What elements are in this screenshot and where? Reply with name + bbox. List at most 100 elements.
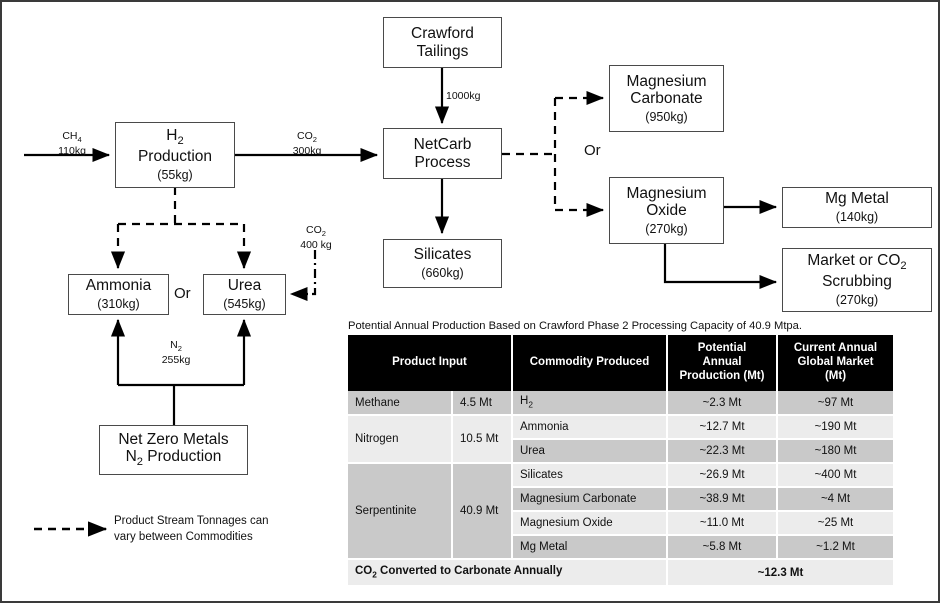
- cell-market: ~180 Mt: [777, 439, 893, 464]
- node-net-zero-metals-title: Net Zero Metals: [118, 430, 229, 448]
- cell-production: ~5.8 Mt: [667, 535, 778, 560]
- cell-production: ~2.3 Mt: [667, 391, 778, 416]
- stream-label-n2-feed-species: N2: [170, 339, 182, 354]
- wire-mgoxide-to-market: [663, 244, 778, 290]
- node-h2-production-title: H2: [166, 127, 184, 148]
- cell-market: ~190 Mt: [777, 415, 893, 440]
- cell-input-name: Nitrogen: [348, 415, 453, 464]
- node-urea-qty: (545kg): [223, 297, 266, 312]
- cell-market: ~400 Mt: [777, 463, 893, 488]
- node-crawford-tailings[interactable]: Crawford Tailings: [383, 17, 502, 68]
- node-h2-production[interactable]: H2 Production (55kg): [115, 122, 235, 188]
- node-market-or-co2-scrubbing-title: Market or CO2: [807, 252, 907, 273]
- legend-label-line2: vary between Commodities: [114, 530, 253, 543]
- cell-input-name: Serpentinite: [348, 463, 453, 560]
- table-total-row: CO2 Converted to Carbonate Annually ~12.…: [348, 558, 893, 585]
- production-table-header-row: Product Input Commodity Produced Potenti…: [348, 335, 893, 391]
- node-ammonia-title: Ammonia: [85, 277, 152, 295]
- table-row: Magnesium Oxide ~11.0 Mt ~25 Mt: [348, 511, 893, 536]
- or-label-ammonia-urea: Or: [174, 285, 191, 302]
- stream-label-ch4-mass: 110kg: [58, 144, 86, 157]
- node-magnesium-oxide[interactable]: Magnesium Oxide (270kg): [609, 177, 724, 244]
- cell-production: ~26.9 Mt: [667, 463, 778, 488]
- stream-label-tailings-feed: 1000kg: [446, 90, 506, 103]
- node-netcarb-process[interactable]: NetCarb Process: [383, 128, 502, 179]
- col-header-potential-annual-production: Potential Annual Production (Mt): [667, 335, 778, 391]
- cell-input-amount: 10.5 Mt: [452, 415, 513, 464]
- cell-total-value: ~12.3 Mt: [667, 558, 893, 585]
- node-ammonia[interactable]: Ammonia (310kg): [68, 274, 169, 315]
- stream-label-ch4-species: CH4: [62, 130, 82, 145]
- cell-market: ~1.2 Mt: [777, 535, 893, 560]
- col-header-current-annual-global-market: Current Annual Global Market (Mt): [777, 335, 893, 391]
- node-mg-metal-title: Mg Metal: [825, 190, 889, 208]
- node-ammonia-qty: (310kg): [97, 297, 140, 312]
- stream-label-co2-netcarb-mass: 300kg: [292, 144, 322, 157]
- node-crawford-tailings-title2: Tailings: [416, 42, 469, 60]
- stream-label-ch4: CH4 110kg: [42, 130, 102, 158]
- node-h2-production-title2: Production: [137, 148, 213, 166]
- stream-label-tailings-feed-mass: 1000kg: [446, 90, 481, 102]
- cell-input-name: Methane: [348, 391, 453, 416]
- table-row: Urea ~22.3 Mt ~180 Mt: [348, 439, 893, 464]
- node-net-zero-metals[interactable]: Net Zero Metals N2 Production: [99, 425, 248, 475]
- node-net-zero-metals-title2: N2 Production: [125, 448, 222, 469]
- node-h2-production-qty: (55kg): [157, 168, 193, 183]
- node-netcarb-process-title2: Process: [414, 153, 471, 171]
- node-urea[interactable]: Urea (545kg): [203, 274, 286, 315]
- production-table-head: Product Input Commodity Produced Potenti…: [348, 335, 893, 391]
- node-magnesium-oxide-qty: (270kg): [645, 222, 688, 237]
- node-urea-title: Urea: [227, 277, 262, 295]
- legend-label: Product Stream Tonnages can vary between…: [114, 514, 324, 545]
- node-market-or-co2-scrubbing-qty: (270kg): [835, 293, 879, 308]
- node-silicates-qty: (660kg): [421, 266, 464, 281]
- stream-label-co2-urea-species: CO2: [306, 224, 326, 239]
- cell-production: ~38.9 Mt: [667, 487, 778, 512]
- table-row: Nitrogen 10.5 Mt Ammonia ~12.7 Mt ~190 M…: [348, 415, 893, 464]
- node-market-or-co2-scrubbing-title2: Scrubbing: [822, 273, 892, 291]
- production-table-caption: Potential Annual Production Based on Cra…: [348, 320, 802, 332]
- cell-commodity: Ammonia: [512, 415, 668, 440]
- cell-production: ~22.3 Mt: [667, 439, 778, 464]
- stream-label-co2-urea-mass: 400 kg: [300, 238, 332, 251]
- cell-commodity: Magnesium Carbonate: [512, 487, 668, 512]
- node-magnesium-carbonate-title2: Carbonate: [630, 90, 703, 108]
- stream-label-co2-urea: CO2 400 kg: [285, 224, 347, 252]
- production-table: Product Input Commodity Produced Potenti…: [348, 335, 893, 585]
- cell-input-amount: 40.9 Mt: [452, 463, 513, 560]
- cell-total-label: CO2 Converted to Carbonate Annually: [348, 558, 668, 585]
- table-row: Magnesium Carbonate ~38.9 Mt ~4 Mt: [348, 487, 893, 512]
- cell-market: ~4 Mt: [777, 487, 893, 512]
- node-mg-metal[interactable]: Mg Metal (140kg): [782, 187, 932, 228]
- node-magnesium-carbonate[interactable]: Magnesium Carbonate (950kg): [609, 65, 724, 132]
- or-label-carbonate-oxide: Or: [584, 142, 601, 159]
- node-magnesium-oxide-title: Magnesium: [626, 184, 707, 202]
- node-market-or-co2-scrubbing[interactable]: Market or CO2 Scrubbing (270kg): [782, 248, 932, 312]
- node-crawford-tailings-title: Crawford: [411, 24, 474, 42]
- stream-label-co2-netcarb: CO2 300kg: [276, 130, 338, 158]
- cell-commodity: Mg Metal: [512, 535, 668, 560]
- table-row: Methane 4.5 Mt H2 ~2.3 Mt ~97 Mt: [348, 391, 893, 416]
- node-magnesium-oxide-title2: Oxide: [646, 202, 687, 220]
- table-row: Serpentinite 40.9 Mt Silicates ~26.9 Mt …: [348, 463, 893, 560]
- node-silicates[interactable]: Silicates (660kg): [383, 239, 502, 288]
- cell-production: ~11.0 Mt: [667, 511, 778, 536]
- cell-market: ~97 Mt: [777, 391, 893, 416]
- node-netcarb-process-title: NetCarb: [413, 135, 472, 153]
- cell-market: ~25 Mt: [777, 511, 893, 536]
- stream-label-co2-netcarb-species: CO2: [297, 130, 317, 145]
- stream-label-n2-feed: N2 255kg: [148, 339, 204, 367]
- legend-label-line1: Product Stream Tonnages can: [114, 515, 269, 527]
- cell-commodity: Magnesium Oxide: [512, 511, 668, 536]
- cell-input-amount: 4.5 Mt: [452, 391, 513, 416]
- node-mg-metal-qty: (140kg): [835, 210, 879, 225]
- production-table-body: Methane 4.5 Mt H2 ~2.3 Mt ~97 Mt Nitroge…: [348, 391, 893, 585]
- table-row: Mg Metal ~5.8 Mt ~1.2 Mt: [348, 535, 893, 560]
- cell-commodity: Silicates: [512, 463, 668, 488]
- cell-commodity: Urea: [512, 439, 668, 464]
- node-silicates-title: Silicates: [413, 246, 472, 264]
- cell-production: ~12.7 Mt: [667, 415, 778, 440]
- production-table-block: Potential Annual Production Based on Cra…: [348, 320, 893, 585]
- node-magnesium-carbonate-title: Magnesium: [626, 72, 707, 90]
